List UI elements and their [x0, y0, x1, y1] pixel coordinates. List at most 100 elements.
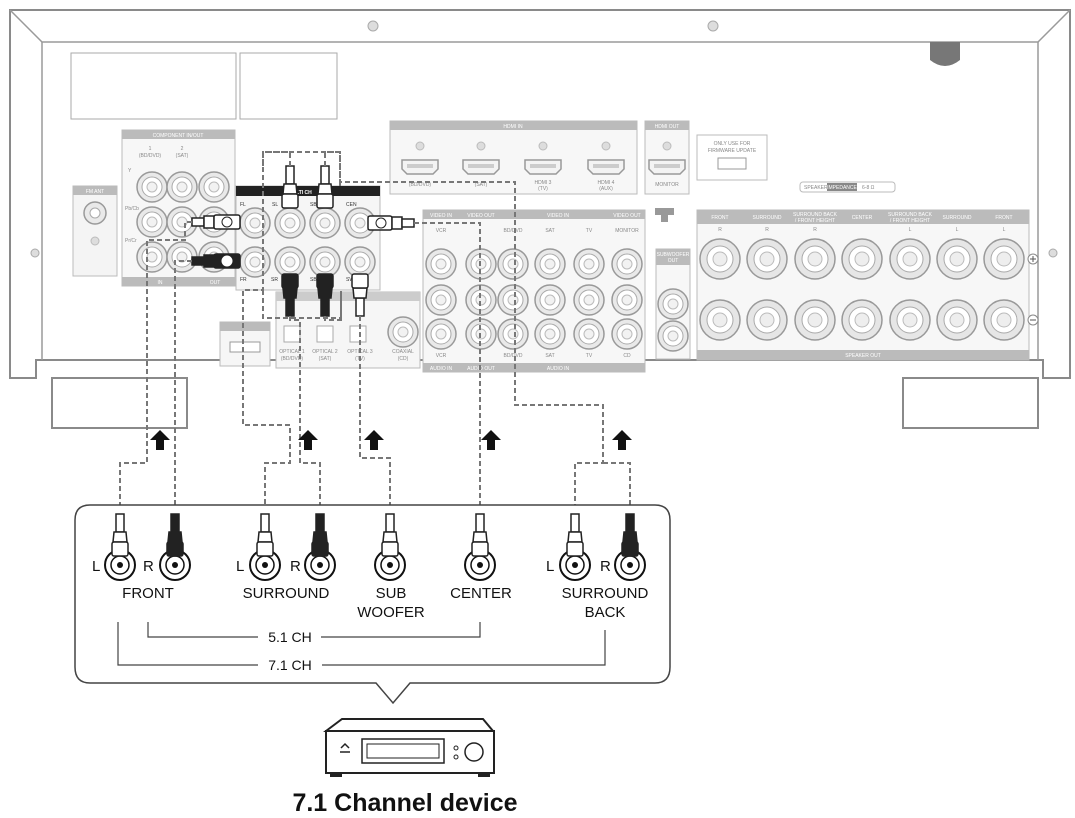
component-2-sub: (SAT) — [176, 153, 189, 159]
speaker-sb-l-label-2: / FRONT HEIGHT — [890, 218, 930, 224]
audio-jack — [497, 318, 529, 350]
speaker-terminal — [983, 238, 1025, 280]
fm-ant-label: FM ANT — [86, 189, 104, 195]
bddvd-audio-label: BD/DVD — [504, 353, 523, 359]
tv-label: TV — [586, 228, 593, 234]
video-jack — [425, 248, 457, 280]
coaxial-sub: (CD) — [398, 356, 409, 362]
audio-jack — [534, 284, 566, 316]
speaker-front-r-label: FRONT — [711, 215, 728, 221]
arrow-up-icon — [364, 430, 384, 450]
front-l-label: L — [92, 558, 100, 575]
hdmi-3-label: HDMI 3 — [535, 180, 552, 186]
component-jack — [136, 206, 168, 238]
hdmi-out-port — [648, 159, 686, 175]
av-device-icon — [323, 718, 496, 777]
surround-back-label-2: BACK — [585, 604, 626, 621]
firmware-label-2: FIRMWARE UPDATE — [708, 148, 757, 154]
impedance-label-3: 6-8 Ω — [862, 185, 875, 191]
hdmi-3-port — [524, 159, 562, 175]
audio-jack — [611, 284, 643, 316]
surround-label: SURROUND — [243, 585, 330, 602]
hdmi-4-label: HDMI 4 — [598, 180, 615, 186]
subwoofer-out-label-1: SUBWOOFER — [657, 252, 690, 258]
surround-back-r-label: R — [600, 558, 611, 575]
device-title: 7.1 Channel device — [292, 789, 517, 817]
component-label: COMPONENT IN/OUT — [153, 133, 204, 139]
component-1-label: 1 — [149, 146, 152, 152]
subwoofer-out-jack — [657, 320, 689, 352]
sw-label: SW — [346, 277, 354, 283]
woofer-label: WOOFER — [357, 604, 425, 621]
speaker-l-label: L — [909, 227, 912, 233]
arrow-up-icon — [481, 430, 501, 450]
audio-jack — [425, 284, 457, 316]
speaker-out-section: SPEAKER OUT FRONT SURROUND SURROUND BACK… — [696, 209, 1039, 361]
optical-2-sub: (SAT) — [319, 356, 332, 362]
component-jack — [136, 171, 168, 203]
speaker-l-label: L — [1003, 227, 1006, 233]
speaker-r-label: R — [813, 227, 817, 233]
front-r-label: R — [143, 558, 154, 575]
cen-plug — [367, 215, 415, 231]
coaxial-jack — [387, 316, 419, 348]
hdmi-4-sub: (AUX) — [599, 186, 613, 192]
sbl-label: SBL — [310, 202, 320, 208]
fl-plug — [191, 214, 241, 230]
surround-l-label: L — [236, 558, 244, 575]
speaker-r-label: R — [718, 227, 722, 233]
speaker-terminal — [936, 299, 978, 341]
sub-label: SUB — [376, 585, 407, 602]
audio-in-label-a: AUDIO IN — [430, 366, 453, 372]
optical-1-sub: (BD/DVD) — [281, 356, 304, 362]
audio-jack — [497, 284, 529, 316]
subwoofer-out-section: SUBWOOFER OUT — [655, 208, 691, 360]
surround-r-label: R — [290, 558, 301, 575]
sat-label: SAT — [545, 228, 554, 234]
audio-in-label-b: AUDIO IN — [547, 366, 570, 372]
hdmi-3-sub: (TV) — [538, 186, 548, 192]
surround-back-l-label: L — [546, 558, 554, 575]
component-1-sub: (BD/DVD) — [139, 153, 162, 159]
component-jack — [166, 171, 198, 203]
video-in-label-b: VIDEO IN — [547, 213, 569, 219]
video-in-label-a: VIDEO IN — [430, 213, 452, 219]
fr-label: FR — [240, 277, 247, 283]
cd-audio-label: CD — [623, 353, 631, 359]
speaker-terminal — [841, 238, 883, 280]
source-device-panel: L R L R L R FRONT SURROUND SUB WOOFER CE… — [74, 504, 671, 705]
surround-back-label-1: SURROUND — [562, 585, 649, 602]
sr-jack — [274, 246, 306, 278]
audio-jack — [573, 318, 605, 350]
optical-2-label: OPTICAL 2 — [312, 349, 338, 355]
impedance-label-2: IMPEDANCE — [827, 185, 857, 191]
video-jack — [573, 248, 605, 280]
audio-jack — [611, 318, 643, 350]
fr-plug — [191, 253, 241, 269]
sbr-jack — [309, 246, 341, 278]
component-2-label: 2 — [181, 146, 184, 152]
video-jack — [534, 248, 566, 280]
speaker-terminal — [746, 238, 788, 280]
speaker-terminal — [889, 238, 931, 280]
hdmi-out-label: HDMI OUT — [655, 124, 680, 130]
sl-label: SL — [272, 202, 278, 208]
component-y-label: Y — [128, 168, 132, 174]
sw-jack — [344, 246, 376, 278]
hdmi-out-monitor: MONITOR — [655, 182, 679, 188]
speaker-terminal — [794, 299, 836, 341]
speaker-sb-r-label-2: / FRONT HEIGHT — [795, 218, 835, 224]
receiver-plugs — [191, 165, 415, 317]
fl-jack — [239, 207, 271, 239]
component-out-label: OUT — [210, 280, 221, 286]
speaker-r-label: R — [765, 227, 769, 233]
center-label: CENTER — [450, 585, 512, 602]
hdmi-in-section: HDMI IN (BD/DVD) (SAT) HDMI 3 (TV) HDMI … — [389, 120, 896, 195]
arrow-up-icon — [612, 430, 632, 450]
speaker-terminal — [841, 299, 883, 341]
sat-audio-label: SAT — [545, 353, 554, 359]
component-jack — [136, 241, 168, 273]
usb-port — [717, 157, 747, 170]
speaker-terminal — [936, 238, 978, 280]
